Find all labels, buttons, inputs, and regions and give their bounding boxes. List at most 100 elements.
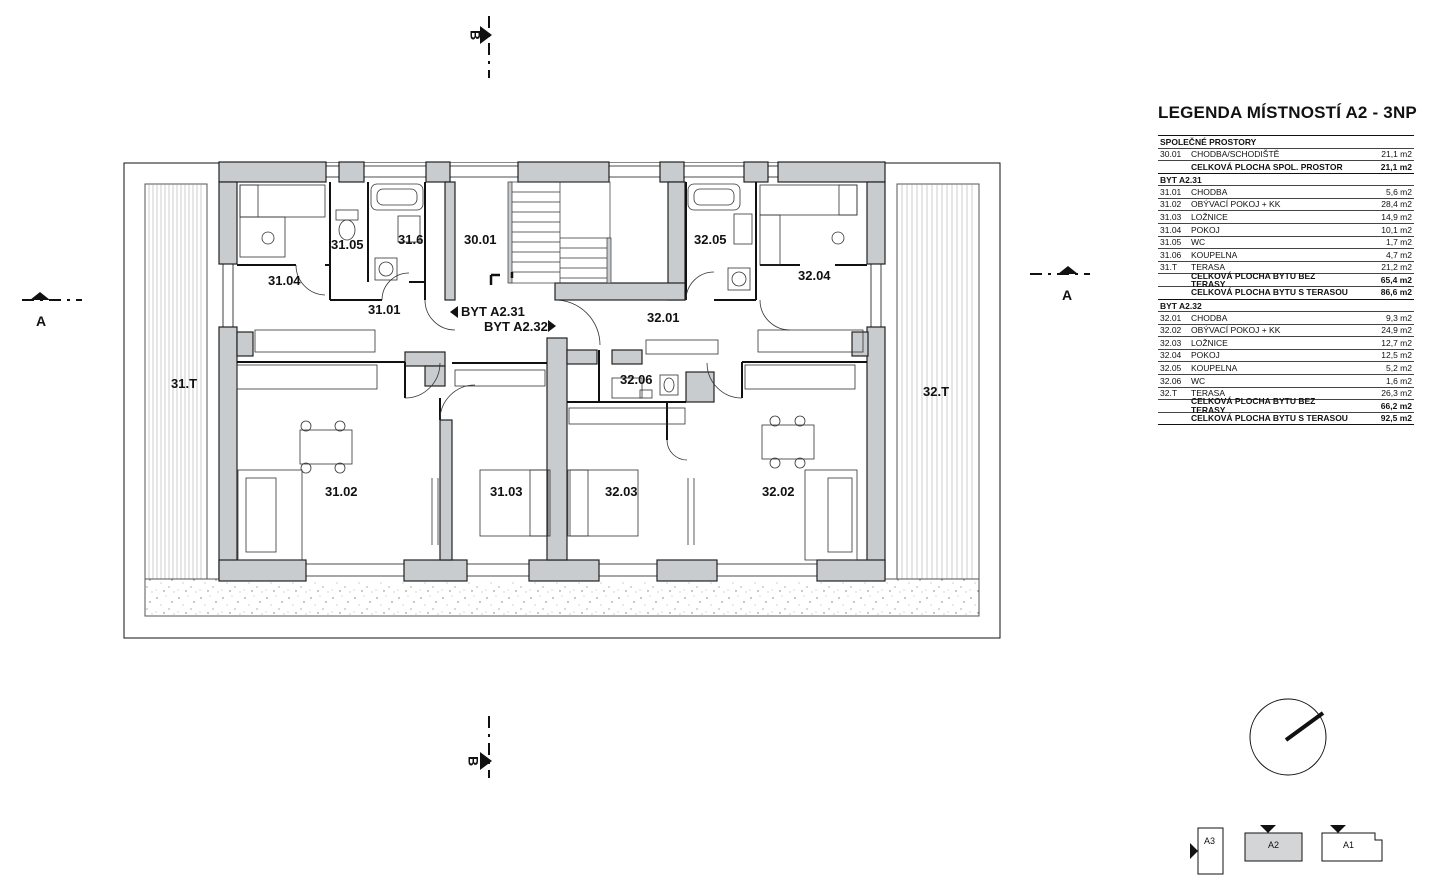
section-label-a-right: A bbox=[1062, 287, 1072, 303]
legend-room-area: 14,9 m2 bbox=[1381, 211, 1412, 222]
legend-row: 31.01 CHODBA 5,6 m2 bbox=[1158, 185, 1414, 198]
room-label-32-04: 32.04 bbox=[798, 268, 831, 283]
section-label-b-bottom: B bbox=[465, 756, 481, 766]
key-plan: A3 A2 A1 bbox=[1190, 825, 1383, 875]
legend-room-area: 65,4 m2 bbox=[1380, 274, 1412, 285]
legend-room-code: 31.01 bbox=[1160, 186, 1182, 197]
room-label-32-t: 32.T bbox=[923, 384, 949, 399]
legend-total-row: CELKOVÁ PLOCHA BYTU BEZ TERASY 66,2 m2 bbox=[1158, 396, 1414, 415]
legend-room-code: 31.02 bbox=[1160, 199, 1182, 210]
legend-group-header: BYT A2.32 bbox=[1158, 298, 1414, 312]
legend-room-area: 21,1 m2 bbox=[1380, 161, 1412, 172]
bathroom-fixtures bbox=[335, 183, 753, 399]
room-label-31-03: 31.03 bbox=[490, 484, 523, 499]
legend-room-name: CHODBA bbox=[1191, 186, 1228, 197]
room-label-31-6: 31.6 bbox=[398, 232, 423, 247]
legend-room-code: 31.06 bbox=[1160, 249, 1182, 260]
room-label-31-01: 31.01 bbox=[368, 302, 401, 317]
legend-room-area: 26,3 m2 bbox=[1381, 388, 1412, 399]
legend-room-area: 86,6 m2 bbox=[1380, 287, 1412, 298]
room-label-32-02: 32.02 bbox=[762, 484, 795, 499]
section-label-a-left: A bbox=[36, 313, 46, 329]
room-label-32-03: 32.03 bbox=[605, 484, 638, 499]
legend-room-code: 31.T bbox=[1160, 262, 1178, 273]
legend-room-area: 9,3 m2 bbox=[1386, 312, 1412, 323]
legend-room-name: WC bbox=[1191, 375, 1206, 386]
section-marker-b-bottom: B bbox=[465, 716, 492, 778]
gravel-strip bbox=[144, 578, 980, 617]
legend-row: 32.06 WC 1,6 m2 bbox=[1158, 374, 1414, 387]
legend-room-area: 66,2 m2 bbox=[1380, 400, 1412, 411]
legend-room-code: 32.06 bbox=[1160, 375, 1182, 386]
legend-room-name: TERASA bbox=[1191, 262, 1226, 273]
staircase bbox=[507, 181, 612, 284]
legend-room-code: 32.02 bbox=[1160, 325, 1182, 336]
legend-row: 32.01 CHODBA 9,3 m2 bbox=[1158, 311, 1414, 324]
legend-room-code: 30.01 bbox=[1160, 149, 1182, 160]
legend-room-name: LOŽNICE bbox=[1191, 211, 1228, 222]
legend-room-name: CELKOVÁ PLOCHA BYTU BEZ TERASY bbox=[1191, 396, 1316, 415]
room-label-32-01: 32.01 bbox=[647, 310, 680, 325]
legend-room-code: 32.04 bbox=[1160, 350, 1182, 361]
key-plan-a2: A2 bbox=[1244, 825, 1303, 862]
legend-room-area: 1,6 m2 bbox=[1386, 375, 1412, 386]
legend-room-name: CHODBA/SCHODIŠTĚ bbox=[1191, 149, 1280, 160]
legend-room-area: 92,5 m2 bbox=[1380, 413, 1412, 424]
legend-end-line bbox=[1158, 424, 1414, 426]
legend-room-area: 21,2 m2 bbox=[1381, 262, 1412, 273]
legend-room-name: KOUPELNA bbox=[1191, 249, 1238, 260]
key-plan-label-a3: A3 bbox=[1204, 836, 1215, 846]
legend-room-name: CELKOVÁ PLOCHA SPOL. PROSTOR bbox=[1191, 161, 1343, 172]
legend-room-code: 31.05 bbox=[1160, 237, 1182, 248]
legend-room-name: POKOJ bbox=[1191, 224, 1220, 235]
room-label-30-01: 30.01 bbox=[464, 232, 497, 247]
section-label-b-top: B bbox=[467, 30, 483, 40]
legend-room-area: 12,7 m2 bbox=[1381, 337, 1412, 348]
legend-room-name: CELKOVÁ PLOCHA BYTU BEZ TERASY bbox=[1191, 270, 1316, 290]
legend-room-area: 1,7 m2 bbox=[1386, 237, 1412, 248]
legend-room-code: 32.T bbox=[1160, 388, 1178, 399]
legend-room-code: 31.03 bbox=[1160, 211, 1182, 222]
apartment-label-a2-31: BYT A2.31 bbox=[461, 304, 525, 319]
legend-room-code: 32.03 bbox=[1160, 337, 1182, 348]
legend-row: 31.T TERASA 21,2 m2 bbox=[1158, 260, 1414, 274]
apartment-label-a2-32: BYT A2.32 bbox=[484, 319, 548, 334]
furniture bbox=[236, 184, 864, 561]
legend-room-name: CHODBA bbox=[1191, 312, 1228, 323]
room-label-31-t: 31.T bbox=[171, 376, 197, 391]
windows bbox=[222, 165, 882, 577]
room-label-32-05: 32.05 bbox=[694, 232, 727, 247]
section-marker-a-left: A bbox=[22, 292, 82, 329]
apartment-entries: BYT A2.31 BYT A2.32 bbox=[450, 272, 556, 334]
key-plan-a1: A1 bbox=[1321, 825, 1383, 862]
legend-room-area: 21,1 m2 bbox=[1381, 149, 1412, 160]
legend-group-header: BYT A2.31 bbox=[1158, 172, 1414, 186]
legend-room-area: 5,6 m2 bbox=[1386, 186, 1412, 197]
section-marker-b-top: B bbox=[467, 16, 492, 78]
key-plan-label-a1: A1 bbox=[1343, 840, 1354, 850]
legend-room-name: WC bbox=[1191, 237, 1206, 248]
north-arrow-icon bbox=[1249, 698, 1327, 776]
legend-room-area: 28,4 m2 bbox=[1381, 199, 1412, 210]
legend-total-row: CELKOVÁ PLOCHA SPOL. PROSTOR 21,1 m2 bbox=[1158, 160, 1414, 173]
room-label-31-05: 31.05 bbox=[331, 237, 364, 252]
legend-room-name: KOUPELNA bbox=[1191, 362, 1238, 373]
legend-total-row: CELKOVÁ PLOCHA BYTU BEZ TERASY 65,4 m2 bbox=[1158, 270, 1414, 290]
room-label-32-06: 32.06 bbox=[620, 372, 653, 387]
key-plan-label-a2: A2 bbox=[1268, 840, 1279, 850]
room-legend: LEGENDA MÍSTNOSTÍ A2 - 3NP SPOLEČNÉ PROS… bbox=[1158, 104, 1417, 426]
legend-room-code: 32.05 bbox=[1160, 362, 1182, 373]
legend-room-name: OBÝVACÍ POKOJ + KK bbox=[1191, 199, 1281, 210]
room-label-31-04: 31.04 bbox=[268, 273, 301, 288]
legend-room-code: 32.01 bbox=[1160, 312, 1182, 323]
legend-row: 31.03 LOŽNICE 14,9 m2 bbox=[1158, 210, 1414, 223]
legend-row: 31.05 WC 1,7 m2 bbox=[1158, 235, 1414, 249]
legend-room-name: POKOJ bbox=[1191, 350, 1220, 361]
room-labels: 31.04 31.05 31.6 30.01 32.05 32.04 31.01… bbox=[171, 232, 949, 499]
